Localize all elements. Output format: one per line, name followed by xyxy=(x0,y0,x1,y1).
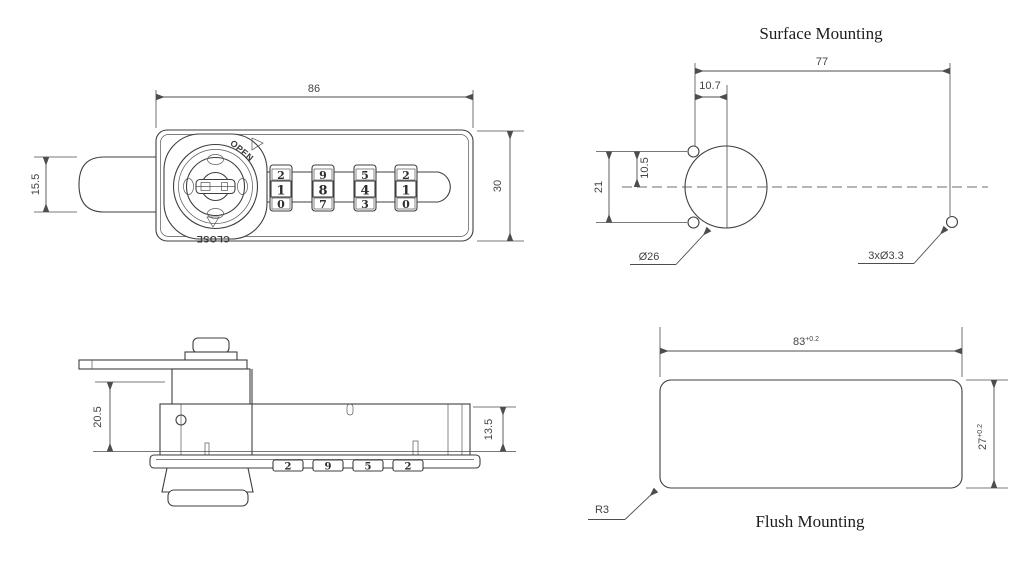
corner-radius-callout: R3 xyxy=(588,487,659,520)
screw-hole-top xyxy=(687,145,700,158)
flush-mounting-title: Flush Mounting xyxy=(755,512,865,531)
dim-offset-y-label: 10.5 xyxy=(639,157,651,178)
dial-close-label: CLOSE xyxy=(196,234,230,244)
dim-cutout-height-label: 27+0.2 xyxy=(977,424,989,450)
digit-wheels: 2 1 0 9 8 7 5 4 3 xyxy=(269,164,418,212)
wheel-digit-middle: 1 xyxy=(401,184,410,199)
wheel-digit-top: 2 xyxy=(402,169,410,182)
screw-hole-bottom xyxy=(687,216,700,229)
lock-body-inner-line xyxy=(160,134,469,237)
side-wheel-digit: 2 xyxy=(285,462,292,473)
wheel-digit-bottom: 3 xyxy=(361,198,369,211)
wheel-digit-top: 5 xyxy=(361,169,369,182)
lower-housing xyxy=(161,467,254,493)
dimension-depth-13-5: 13.5 xyxy=(473,406,516,452)
screw-hole-right xyxy=(945,215,959,229)
dim-base-depth-label: 13.5 xyxy=(483,419,495,440)
wheel-digit-top: 9 xyxy=(319,169,327,182)
dim-body-depth-label: 20.5 xyxy=(92,406,104,427)
dim-hole-pitch-label: 21 xyxy=(593,181,605,193)
screw-holes-label: 3xØ3.3 xyxy=(868,250,903,262)
dim-width-label: 86 xyxy=(308,83,320,95)
lock-neck xyxy=(171,368,251,406)
dim-latch-height-label: 15.5 xyxy=(30,174,42,195)
combination-dial: OPEN CLOSE xyxy=(163,133,268,244)
cutout-outline xyxy=(659,379,963,489)
dim-span-label: 77 xyxy=(816,56,828,68)
dim-body-height-label: 30 xyxy=(492,180,504,192)
side-wheel-digit: 5 xyxy=(365,462,372,473)
dimension-span-77: 77 xyxy=(695,56,950,75)
cam-hole-label: Ø26 xyxy=(639,251,660,263)
dimension-height-30: 30 xyxy=(477,130,524,242)
top-slot xyxy=(346,403,354,416)
flush-mounting-view: 83+0.2 27+0.2 R3 Flush Mounting xyxy=(588,327,1008,531)
side-wheel-digit: 2 xyxy=(405,462,412,473)
digit-wheel: 9 8 7 xyxy=(311,164,335,212)
dimension-cutout-height: 27+0.2 xyxy=(966,379,1008,489)
digit-wheel: 5 4 3 xyxy=(353,164,377,212)
wheel-digit-middle: 4 xyxy=(360,184,369,199)
dim-cutout-width-label: 83+0.2 xyxy=(793,336,819,348)
cam-hole-callout: Ø26 xyxy=(630,226,712,265)
digit-wheel: 2 1 0 xyxy=(394,164,418,212)
open-direction-arrow-icon xyxy=(251,137,264,151)
side-wheel-digits: 2 9 5 2 xyxy=(272,459,424,473)
wheel-digit-bottom: 0 xyxy=(402,198,410,211)
wheel-digit-top: 2 xyxy=(277,169,285,182)
digit-wheel: 2 1 0 xyxy=(269,164,293,212)
side-wheel-digit: 9 xyxy=(325,462,332,473)
dimension-cutout-width: 83+0.2 xyxy=(659,327,963,377)
dimension-hole-pitch-21: 21 xyxy=(593,151,687,223)
dimension-offset-10-5: 10.5 xyxy=(633,151,651,187)
corner-radius-label: R3 xyxy=(595,504,609,516)
dimension-width-86: 86 xyxy=(155,83,474,128)
wheel-digit-bottom: 0 xyxy=(277,198,285,211)
close-direction-arrow-icon xyxy=(206,216,220,228)
dim-offset-x-label: 10.7 xyxy=(699,80,720,92)
dimension-latch-15-5: 15.5 xyxy=(30,156,77,213)
cam-bar xyxy=(78,359,248,370)
wheel-digit-middle: 8 xyxy=(318,184,327,199)
dimension-offset-10-7: 10.7 xyxy=(695,80,727,101)
wheel-digit-middle: 1 xyxy=(276,184,285,199)
lock-core-knob xyxy=(192,337,230,354)
lock-housing xyxy=(159,403,471,456)
screw-holes-callout: 3xØ3.3 xyxy=(858,225,949,264)
latch-tongue xyxy=(78,156,161,213)
surface-mounting-view: Surface Mounting 77 10.7 21 xyxy=(593,24,988,265)
dimension-depth-20-5: 20.5 xyxy=(92,381,165,452)
surface-mounting-title: Surface Mounting xyxy=(759,24,883,43)
side-hole xyxy=(175,414,187,426)
cam-hole xyxy=(684,145,768,229)
wheel-digit-bottom: 7 xyxy=(319,198,327,211)
side-view: 2 9 5 2 20.5 13.5 xyxy=(78,337,516,507)
front-view: OPEN CLOSE 2 1 0 9 xyxy=(30,83,524,244)
